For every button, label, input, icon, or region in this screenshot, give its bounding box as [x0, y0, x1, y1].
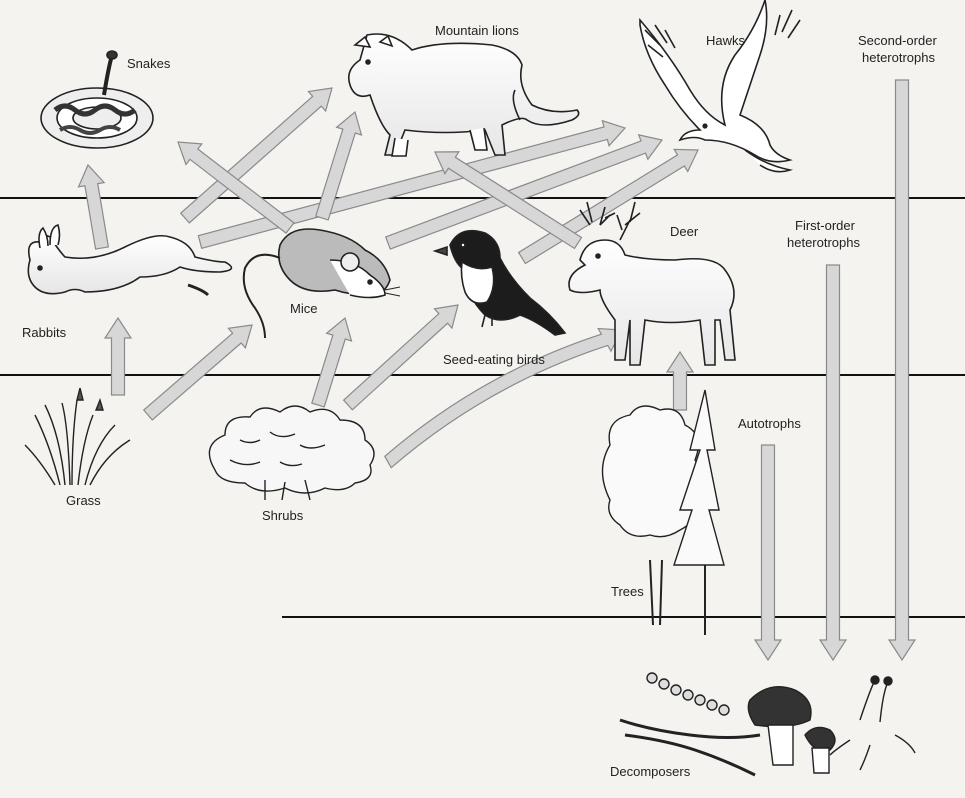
arrow-shrubs-to-mice [312, 318, 352, 407]
label-rabbits: Rabbits [22, 325, 67, 340]
label-second-order-line2: heterotrophs [862, 50, 935, 65]
label-shrubs: Shrubs [262, 508, 304, 523]
label-autotrophs: Autotrophs [738, 416, 801, 431]
label-first-order-line2: heterotrophs [787, 235, 860, 250]
label-deer: Deer [670, 224, 699, 239]
arrow-mice-to-snakes [178, 142, 294, 233]
label-snakes: Snakes [127, 56, 171, 71]
feeding-arrows [79, 80, 915, 660]
shrubs-icon [209, 406, 374, 500]
decomposers-icon [620, 673, 915, 775]
mountain-lion-icon [349, 34, 579, 156]
label-hawks: Hawks [706, 33, 746, 48]
arrow-second-order-to-decomposers [889, 80, 915, 660]
arrow-trees-to-deer [667, 352, 693, 410]
label-mice: Mice [290, 301, 317, 316]
arrow-autotrophs-to-decomposers [755, 445, 781, 660]
label-second-order-line1: Second-order [858, 33, 937, 48]
label-mountain-lions: Mountain lions [435, 23, 519, 38]
label-seed-eating-birds: Seed-eating birds [443, 352, 545, 367]
arrow-grass-to-mice [144, 325, 252, 420]
mouse-icon [244, 229, 400, 338]
bacteria-chain [647, 673, 729, 715]
arrow-grass-to-rabbits [105, 318, 131, 395]
arrow-shrubs-to-deer [385, 329, 622, 468]
arrow-first-order-to-decomposers [820, 265, 846, 660]
arrow-rabbits-to-snakes [79, 165, 109, 249]
arrow-shrubs-to-seed-eating-birds [344, 305, 458, 410]
hawk-icon [640, 0, 800, 172]
label-trees: Trees [611, 584, 644, 599]
grass-icon [25, 388, 130, 485]
label-decomposers: Decomposers [610, 764, 691, 779]
label-first-order-line1: First-order [795, 218, 856, 233]
label-grass: Grass [66, 493, 101, 508]
